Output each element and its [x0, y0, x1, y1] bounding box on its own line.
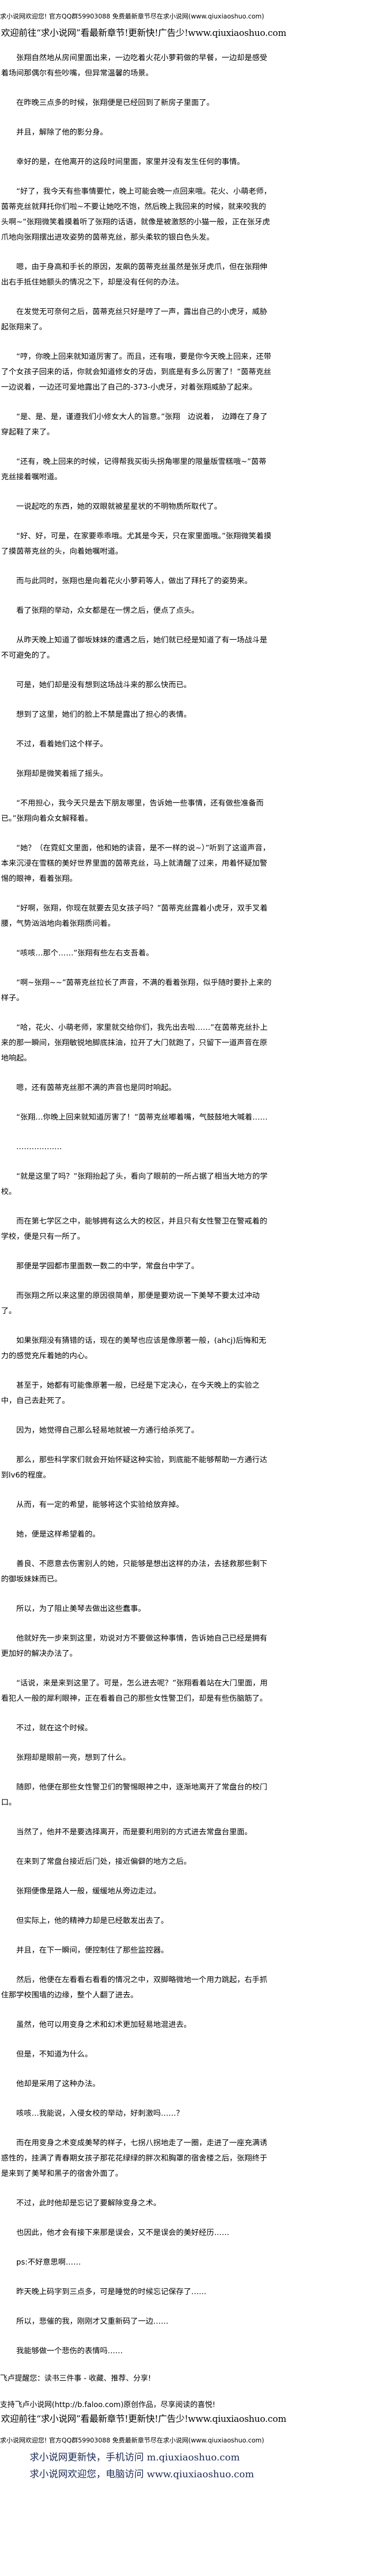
- paragraph: 而张翔之所以来这里的原因很简单，那便是要劝说一下美琴不要太过冲动了。: [1, 1292, 260, 1315]
- paragraph: 而与此同时，张翔也是向着花火小萝莉等人，做出了拜托了的姿势来。: [16, 577, 252, 585]
- page: 求小说网欢迎您! 官方QQ群59903088 免费最新章节尽在求小说网(www.…: [0, 13, 370, 2487]
- paragraph: 善良、不愿意去伤害别人的她，只能够是想出这样的办法，去拯救那些剩下的御坂妹妹而已…: [1, 1560, 267, 1584]
- paragraph: 然后，他便在左看看右看看的情况之中，双脚略微地一个用力跳起，右手抓住那学校围墙的…: [1, 1976, 267, 2000]
- paragraph: 他却是采用了这种办法。: [16, 2080, 100, 2088]
- paragraph: 我能够做一个悲伤的表情吗……: [16, 2347, 123, 2355]
- paragraph: 张翔自然地从房间里面出来，一边吃着火花小萝莉做的早餐，一边却是感受着场间那偶尔有…: [1, 54, 267, 78]
- paragraph: ps:不好意思啊……: [16, 2258, 81, 2267]
- paragraph: 那便是学园都市里面数一数二的中学，常盘台中学了。: [16, 1262, 199, 1271]
- paragraph: 不过，就在这个时候。: [16, 1724, 92, 1732]
- paragraph: 那么，那些科学家们就会开始怀疑这种实验，到底能不能够帮助一方通行达到lv6的程度…: [1, 1456, 267, 1480]
- paragraph: 咳咳…我能说，入侵女校的举动，好刺激吗……？: [16, 2109, 184, 2118]
- paragraph: “是、是、是，谨遵我们小修女大人的旨意。”张翔 边说着， 边蹲在了身了穿起鞋了来…: [1, 413, 268, 437]
- paragraph: “咳咳…那个……”张翔有些左右支吾着。: [16, 949, 154, 958]
- paragraph: 因为，她觉得自己那么轻易地就被一方通行给杀死了。: [16, 1426, 199, 1435]
- paragraph: “话说，来是来到这里了。可是，怎么进去呢？”张翔看着站在大门里面，用看犯人一般的…: [1, 1679, 268, 1703]
- paragraph: “哈，花火、小萌老师，家里就交给你们，我先出去啦……”在茵蒂克丝扑上来的那一瞬间…: [1, 1024, 268, 1063]
- paragraph: 而在用变身之术变成美琴的样子，七拐八拐地走了一圈，走进了一座充满诱惑性的，挂满了…: [1, 2139, 267, 2178]
- paragraph: 所以，悲催的我，刚刚才又重新码了一边……: [16, 2317, 169, 2326]
- paragraph: 当然了，他并不是要选择离开，而是要利用别的方式进去常盘台里面。: [16, 1828, 252, 1836]
- paragraph: 在昨晚三点多的时候，张翔便是已经回到了新房子里面了。: [16, 99, 214, 107]
- paragraph: 可是，她们却是没有想到这场战斗来的那么快而已。: [16, 681, 191, 689]
- promo-line-footer: 欢迎前往“求小说网”看最新章节!更新快!广告少!www.qiuxiaoshuo.…: [1, 2414, 286, 2425]
- paragraph: 虽然，他可以用变身之术和幻术更加轻易地混进去。: [16, 2021, 191, 2029]
- paragraph: 所以，为了阻止美琴去做出这些蠢事。: [16, 1605, 146, 1613]
- paragraph: 他就好先一步来到这里，劝说对方不要做这种事情，告诉她自己已经是拥有更加好的解决办…: [1, 1634, 267, 1658]
- paragraph: 不过，此时他却是忘记了要解除变身之术。: [16, 2199, 161, 2208]
- paragraph: “就是这里了吗？”张翔抬起了头，看向了眼前的一所占据了相当大地方的学校。: [1, 1172, 268, 1196]
- paragraph: 昨天晚上码字到三点多，可是睡觉的时候忘记保存了……: [16, 2288, 207, 2296]
- site-banner-footer: 求小说网欢迎您! 官方QQ群59903088 免费最新章节尽在求小说网(www.…: [0, 2437, 264, 2444]
- chapter-content: 张翔自然地从房间里面出来，一边吃着火花小萝莉做的早餐，一边却是感受着场间那偶尔有…: [0, 51, 273, 2359]
- paragraph: 嗯，还有茵蒂克丝那不满的声音也是同时响起。: [16, 1084, 177, 1092]
- paragraph: “哼，你晚上回来就知道厉害了。而且，还有哦，要是你今天晚上回来，还带了个女孩子回…: [1, 353, 272, 392]
- paragraph: 而在第七学区之中，能够拥有这么大的校区，并且只有女性警卫在警戒着的学校，便是只有…: [1, 1217, 267, 1241]
- paragraph: ………………: [16, 1143, 62, 1151]
- paragraph: 从而，有一定的希望，能够将这个实验给放弃掉。: [16, 1501, 184, 1509]
- support-line: 支持飞卢小说网(http://b.faloo.com)原创作品，尽享阅读的喜悦!: [0, 2401, 216, 2409]
- paragraph: “还有，晚上回来的时候，记得帮我买街头拐角哪里的限量版雪糕哦~”茵蒂克丝接着嘱咐…: [1, 458, 266, 481]
- paragraph: 随即，他便在那些女性警卫们的警惕眼神之中，逐渐地离开了常盘台的校门口。: [1, 1783, 267, 1807]
- paragraph: 看了张翔的举动，众女都是在一愣之后，便点了点头。: [16, 607, 199, 615]
- reading-notice: 飞卢提醒您：读书三件事 - 收藏、推荐、分享!: [0, 2374, 151, 2383]
- paragraph: 一说起吃的东西，她的双眼就被星星状的不明物质所取代了。: [16, 503, 222, 511]
- paragraph: “不用担心，我今天只是去下朋友哪里，告诉她一些事情，还有做些准备而已。”张翔向着…: [1, 799, 264, 823]
- promo-line: 欢迎前往“求小说网”看最新章节!更新快!广告少!www.qiuxiaoshuo.…: [1, 28, 286, 39]
- paragraph: 甚至于，她都有可能像原著一般，已经是下定决心，在今天晚上的实验之中，自己去赴死了…: [1, 1381, 260, 1405]
- paragraph: 并且，在下一瞬间，便控制住了那些监控器。: [16, 1946, 169, 1955]
- paragraph: 并且，解除了他的影分身。: [16, 128, 108, 137]
- paragraph: “好、好，可是，在家要乖乖哦。尤其是今天，只在家里面哦。”张翔微笑着摸了摸茵蒂克…: [1, 532, 272, 556]
- paragraph: 也因此，他才会有接下来那是误会，又不是误会的美好经历……: [16, 2229, 229, 2237]
- paragraph: 如果张翔没有猜错的话，现在的美琴也应该是像原著一般，(ahcj)后悔和无力的感觉…: [1, 1337, 266, 1360]
- paragraph: 张翔却是微笑着摇了摇头。: [16, 770, 108, 778]
- paragraph: “张翔…你晚上回来就知道厉害了！”茵蒂克丝嘟着嘴，气鼓鼓地大喊着……: [16, 1113, 268, 1122]
- paragraph: 在发觉无可奈何之后，茵蒂克丝只好是哼了一声，露出自己的小虎牙，威胁起张翔来了。: [1, 308, 267, 332]
- mobile-access-link[interactable]: 求小说网更新快，手机访问 m.qiuxiaoshuo.com: [30, 2452, 240, 2463]
- access-links: 求小说网更新快，手机访问 m.qiuxiaoshuo.com 求小说网欢迎您，电…: [0, 2449, 370, 2487]
- paragraph: 但实际上，他的精神力却是已经散发出去了。: [16, 1917, 169, 1925]
- paragraph: 嗯，由于身高和手长的原因，发飙的茵蒂克丝虽然是张牙虎爪，但在张翔伸出右手抵住她额…: [1, 263, 267, 287]
- paragraph: 从昨天晚上知道了御坂妹妹的遭遇之后，她们就已经是知道了有一场战斗是不可避免的了。: [1, 636, 267, 660]
- paragraph: “好了，我今天有些事情要忙，晚上可能会晚一点回来哦。花火、小萌老师，茵蒂克丝就拜…: [1, 187, 272, 242]
- paragraph: 张翔却是眼前一亮，想到了什么。: [16, 1754, 131, 1762]
- paragraph: 在来到了常盘台接近后门处，接近偏僻的地方之后。: [16, 1858, 191, 1866]
- paragraph: 不过，看着她们这个样子。: [16, 740, 108, 749]
- paragraph: 张翔便像是路人一般，缓缓地从旁边走过。: [16, 1887, 161, 1896]
- pc-access-link[interactable]: 求小说网欢迎您，电脑访问 www.qiuxiaoshuo.com: [30, 2469, 254, 2480]
- paragraph: 想到了这里，她们的脸上不禁是露出了担心的表情。: [16, 711, 191, 719]
- paragraph: 她，便是这样希望着的。: [16, 1530, 100, 1539]
- paragraph: “好啊，张翔，你现在就要去见女孩子吗？”茵蒂克丝露着小虎牙，双手叉着腰，气势汹汹…: [1, 904, 268, 928]
- paragraph: “啊~张翔~~”茵蒂克丝拉长了声音，不满的看着张翔，似乎随时要扑上来的样子。: [1, 979, 272, 1002]
- paragraph: “她？（在霓虹文里面，他和她的读音，是不一样的说~）”听到了这道声音，本来沉浸在…: [1, 844, 271, 883]
- site-banner: 求小说网欢迎您! 官方QQ群59903088 免费最新章节尽在求小说网(www.…: [0, 13, 264, 20]
- paragraph: 但是，不知道为什么。: [16, 2050, 92, 2059]
- paragraph: 幸好的是，在他离开的这段时间里面，家里并没有发生任何的事情。: [16, 158, 245, 166]
